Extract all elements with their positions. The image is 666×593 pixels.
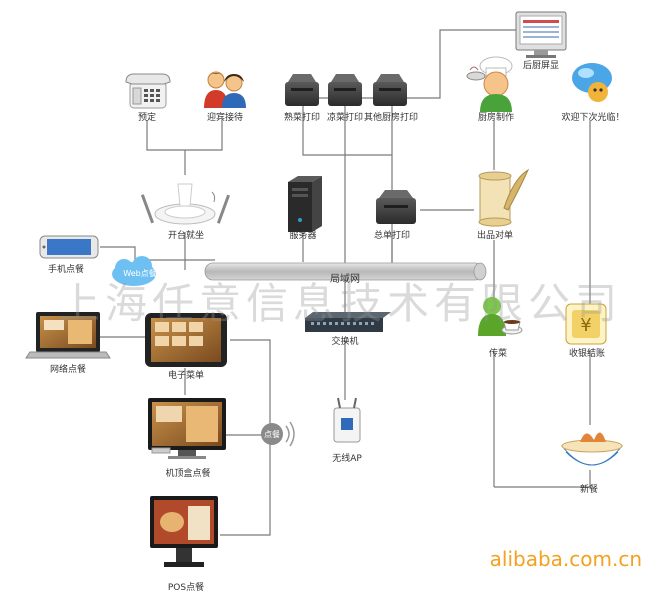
label-pos-order: POS点餐 — [167, 583, 205, 593]
chef-icon — [466, 56, 513, 112]
label-kiosk-order: 机顶盒点餐 — [165, 469, 211, 479]
label-welcome: 欢迎下次光临！ — [561, 113, 625, 123]
lan-backbone — [204, 262, 487, 281]
company-watermark: 上海任意信息技术有限公司 — [58, 279, 623, 328]
label-cashier: 收银结账 — [568, 349, 606, 359]
pos-monitor-icon — [150, 496, 218, 567]
label-hot-print: 熟菜打印 — [283, 113, 321, 123]
label-other-print: 其他厨房打印 — [363, 113, 419, 123]
kitchen-monitor-icon — [515, 11, 567, 58]
printer-icon-other — [373, 74, 407, 106]
label-order-bubble: 点餐 — [264, 430, 280, 439]
label-kitchen-cook: 厨房制作 — [477, 113, 515, 123]
label-cold-print: 凉菜打印 — [326, 113, 364, 123]
reception-people-icon — [204, 71, 246, 108]
scroll-quill-icon — [478, 168, 530, 227]
serve-person-icon — [478, 297, 523, 336]
order-wireless-badge — [261, 421, 295, 447]
site-footer-brand: alibaba.com.cn — [489, 547, 642, 571]
label-switch: 交换机 — [331, 337, 359, 347]
label-wireless-ap: 无线AP — [332, 454, 362, 464]
noodle-bowl-icon — [560, 432, 624, 466]
mobile-phone-icon — [39, 235, 99, 259]
lan-label: 局域网 — [330, 274, 360, 285]
label-e-menu: 电子菜单 — [167, 371, 205, 381]
place-setting-icon — [140, 183, 231, 225]
label-dish-check: 出品对单 — [476, 231, 514, 241]
label-reserve: 预定 — [137, 113, 157, 123]
label-open-table: 开台就坐 — [167, 231, 205, 241]
label-total-print: 总单打印 — [373, 231, 411, 241]
label-reception: 迎宾接待 — [206, 113, 244, 123]
set-top-monitor-icon — [148, 398, 226, 459]
cashier-icon: ¥ — [565, 303, 607, 345]
printer-icon-hot — [285, 74, 319, 106]
printer-icon-cold — [328, 74, 362, 106]
label-new-meal: 新餐 — [579, 485, 599, 495]
svg-text:¥: ¥ — [580, 315, 591, 336]
web-cloud-icon — [112, 256, 156, 286]
tablet-menu-icon — [145, 313, 227, 367]
label-mobile-order: 手机点餐 — [47, 265, 85, 275]
label-web-order: Web点餐 — [123, 269, 157, 278]
wireless-ap-icon — [333, 397, 361, 443]
label-online-order: 网络点餐 — [49, 365, 87, 375]
label-serve: 传菜 — [488, 349, 508, 359]
server-icon — [288, 176, 322, 232]
phone-icon — [125, 73, 171, 109]
connector-lines — [100, 29, 591, 536]
printer-icon-total — [376, 190, 416, 224]
messenger-bubble-icon — [572, 63, 612, 102]
network-switch-icon — [305, 312, 391, 332]
label-kitchen-screen: 后厨屏显 — [522, 61, 560, 71]
label-server: 服务器 — [289, 231, 317, 241]
laptop-icon — [25, 312, 111, 359]
